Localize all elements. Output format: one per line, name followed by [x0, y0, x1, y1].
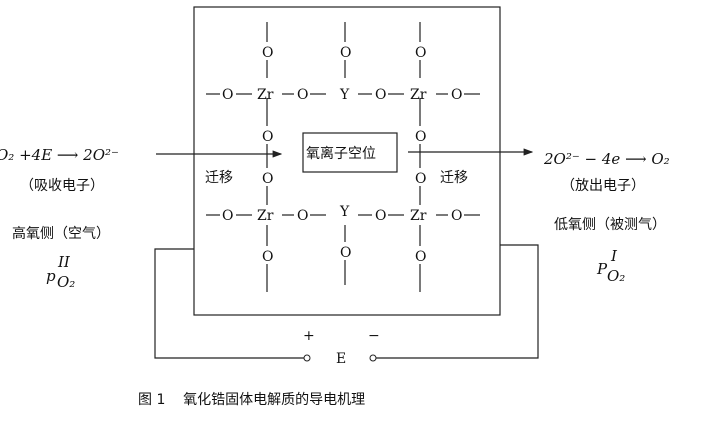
- oxygen-atom: O: [297, 208, 308, 224]
- high-oxygen-side-label: 高氧侧（空气）: [12, 225, 110, 242]
- vacancy-box: [302, 132, 398, 173]
- oxygen-atom: O: [340, 45, 351, 61]
- oxygen-atom: O: [451, 87, 462, 103]
- oxygen-atom: O: [375, 208, 386, 224]
- low-oxygen-side-label: 低氧侧（被测气）: [554, 217, 666, 233]
- oxygen-atom: O: [222, 208, 233, 224]
- lattice-atoms: O O O O Zr O Y O Zr O O O O O O Zr O Y O…: [222, 45, 462, 265]
- migration-label-right: 迁移: [440, 170, 468, 186]
- cathode-equation: O₂ +4E ⟶ 2O²⁻: [0, 146, 119, 164]
- high-oxygen-pressure-sup: II: [57, 253, 71, 271]
- electrolyte-box: [193, 6, 501, 316]
- oxygen-atom: O: [415, 249, 426, 265]
- circuit-wire-left: [154, 248, 304, 359]
- yttrium-atom: Y: [339, 87, 350, 103]
- oxygen-atom: O: [340, 245, 351, 261]
- figure-caption: 图 1 氧化锆固体电解质的导电机理: [138, 392, 365, 408]
- oxygen-atom: O: [222, 87, 233, 103]
- anode-equation: 2O²⁻ − 4e ⟶ O₂: [543, 150, 670, 168]
- oxygen-atom: O: [262, 249, 273, 265]
- yttrium-atom: Y: [339, 204, 350, 220]
- minus-sign: −: [368, 328, 380, 344]
- oxygen-atom: O: [451, 208, 462, 224]
- high-oxygen-pressure: p: [46, 267, 56, 285]
- voltage-source-label: E: [336, 351, 346, 367]
- zirconium-atom: Zr: [257, 208, 274, 224]
- oxygen-atom: O: [415, 129, 426, 145]
- lattice-bonds: [206, 22, 480, 292]
- anode-note: （放出电子）: [561, 178, 645, 194]
- positive-terminal: [303, 354, 311, 362]
- low-oxygen-pressure: P: [596, 260, 608, 278]
- circuit-wire-right: [376, 244, 539, 359]
- plus-sign: +: [303, 328, 315, 344]
- low-oxygen-pressure-sup: I: [610, 247, 618, 265]
- oxygen-atom: O: [262, 171, 273, 187]
- oxygen-atom: O: [415, 171, 426, 187]
- zirconium-atom: Zr: [257, 87, 274, 103]
- negative-terminal: [369, 354, 377, 362]
- vacancy-label: 氧离子空位: [306, 145, 376, 162]
- oxygen-atom: O: [297, 87, 308, 103]
- zirconium-atom: Zr: [410, 87, 427, 103]
- oxygen-atom: O: [375, 87, 386, 103]
- migration-label-left: 迁移: [205, 170, 233, 186]
- zirconium-atom: Zr: [410, 208, 427, 224]
- oxygen-atom: O: [262, 45, 273, 61]
- oxygen-atom: O: [415, 45, 426, 61]
- oxygen-atom: O: [262, 129, 273, 145]
- cathode-note: （吸收电子）: [20, 178, 104, 194]
- low-oxygen-pressure-sub: O₂: [607, 267, 625, 285]
- high-oxygen-pressure-sub: O₂: [57, 273, 75, 291]
